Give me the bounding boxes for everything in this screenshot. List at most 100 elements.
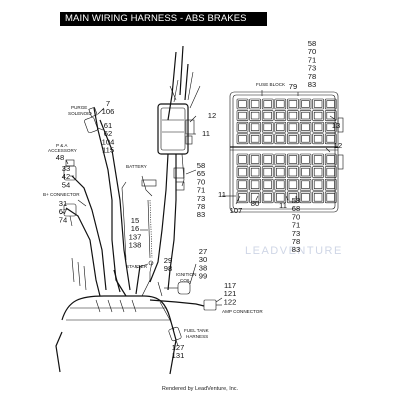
fuse-slot-inner	[313, 193, 323, 202]
fuse-slot-inner	[301, 193, 310, 202]
callout-number: 122	[224, 297, 237, 306]
fuse-slot	[261, 166, 274, 178]
fuse-slot	[324, 191, 337, 204]
fuse-slot-inner	[313, 123, 323, 131]
fuse-slot-inner	[250, 135, 260, 143]
fuse-slot-inner	[301, 100, 310, 108]
callout-number: 73	[197, 194, 205, 203]
callout-number: 12	[208, 111, 216, 120]
fuse-slot	[299, 153, 312, 166]
callout-number: 70	[197, 177, 205, 186]
fuse-slot	[249, 98, 261, 110]
fuse-block-lower-cells	[236, 153, 337, 204]
callout-c-13: 13	[332, 121, 340, 130]
fuse-slot	[324, 110, 337, 121]
fuse-slot	[236, 121, 249, 133]
callout-number: 58	[308, 39, 316, 48]
fuse-slot	[312, 110, 324, 121]
fuse-slot-inner	[250, 123, 260, 131]
fuse-slot	[236, 98, 249, 110]
fuse-slot-inner	[301, 123, 310, 131]
callout-number: 42	[62, 172, 70, 181]
fuse-slot-inner	[326, 135, 335, 143]
ignition-coil-label-1: IGNITION	[176, 272, 196, 277]
purge-solenoid-connector	[84, 116, 98, 134]
fuse-slot	[274, 153, 287, 166]
fuse-slot-inner	[326, 100, 335, 108]
amp-connector-label: AMP CONNECTOR	[222, 309, 263, 314]
fuse-slot-inner	[326, 180, 335, 189]
fuse-slot	[299, 191, 312, 204]
fuse-slot-inner	[301, 135, 310, 143]
callout-number: 78	[308, 72, 316, 81]
starter-label: STARTER	[126, 264, 148, 269]
fuse-slot-inner	[263, 100, 272, 108]
diagram-labels: PURGE SOLENOID P & A ACCESSORY B+ CONNEC…	[43, 82, 286, 339]
callout-number: 83	[308, 80, 316, 89]
fuse-slot	[324, 98, 337, 110]
fuse-slot-inner	[263, 135, 272, 143]
fuse-slot	[312, 98, 324, 110]
battery-label: BATTERY	[126, 164, 147, 169]
fuse-slot-inner	[288, 180, 298, 189]
fuse-slot	[249, 110, 261, 121]
amp-connector	[203, 299, 217, 311]
callout-number: 58	[292, 196, 300, 205]
fuse-slot-inner	[301, 180, 310, 189]
fuse-slot	[274, 191, 287, 204]
callout-number: 58	[197, 161, 205, 170]
fuse-slot	[249, 178, 261, 191]
pa-accessory-label-2: ACCESSORY	[48, 148, 77, 153]
fuse-slot	[249, 133, 261, 145]
callout-number: 61	[104, 121, 112, 130]
callout-number: 33	[62, 164, 70, 173]
callout-number: 48	[56, 153, 64, 162]
fuse-slot-inner	[313, 180, 323, 189]
callout-number: 127	[172, 343, 185, 352]
callout-number: 131	[172, 351, 185, 360]
fuse-slot	[312, 153, 324, 166]
fuse-slot-inner	[238, 155, 247, 164]
fuse-slot-inner	[326, 167, 335, 177]
fuse-slot-inner	[238, 193, 247, 202]
callout-number: 138	[129, 241, 142, 250]
callout-number: 73	[292, 229, 300, 238]
fuse-slot	[249, 121, 261, 133]
fuse-slot-inner	[250, 100, 260, 108]
fuse-slot	[324, 178, 337, 191]
fuse-slot-inner	[326, 123, 335, 131]
callout-number: 106	[102, 107, 115, 116]
fuse-block-upper-cells	[236, 98, 337, 145]
fuse-slot-inner	[276, 111, 285, 120]
callout-number: 62	[104, 129, 112, 138]
fuse-slot-inner	[288, 100, 298, 108]
fuse-slot-inner	[326, 111, 335, 120]
fuse-slot	[287, 98, 299, 110]
fuse-slot-inner	[276, 155, 285, 164]
fuse-slot	[249, 166, 261, 178]
fuse-slot	[274, 98, 287, 110]
fuse-slot	[324, 133, 337, 145]
fuse-block-label: FUSE BLOCK	[256, 82, 286, 87]
callout-number: 117	[224, 281, 236, 290]
fuse-slot-inner	[313, 155, 323, 164]
callout-number: 30	[199, 255, 207, 264]
fuse-slot-inner	[326, 155, 335, 164]
fuse-slot	[312, 121, 324, 133]
fuse-slot	[287, 178, 299, 191]
callout-number: 78	[292, 237, 300, 246]
purge-solenoid-label-1: PURGE	[71, 105, 87, 110]
fuse-slot-inner	[301, 111, 310, 120]
fuse-slot	[312, 191, 324, 204]
fuse-slot-inner	[288, 167, 298, 177]
fuse-block	[229, 91, 344, 213]
fuse-slot	[287, 166, 299, 178]
fuse-slot	[312, 178, 324, 191]
fuse-slot-inner	[238, 100, 247, 108]
fuse-slot	[287, 121, 299, 133]
fuse-slot	[274, 121, 287, 133]
